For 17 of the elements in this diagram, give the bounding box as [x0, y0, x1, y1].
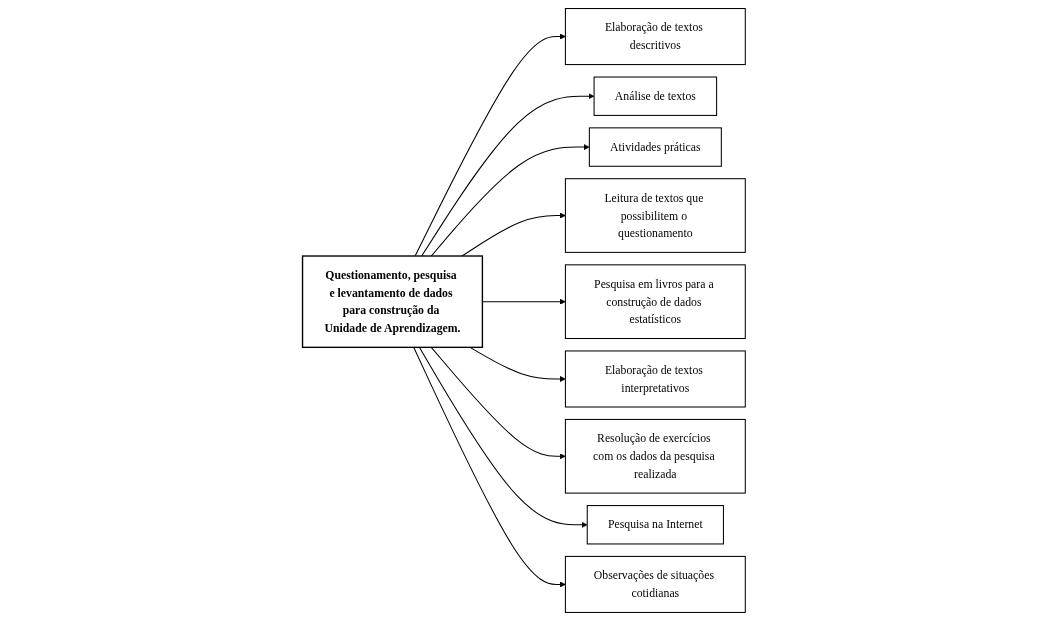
- node-box: Análise de textos: [593, 76, 717, 116]
- node-box: Resolução de exercícios com os dados da pesquisa realizada: [564, 418, 746, 494]
- arrow: [461, 212, 566, 257]
- node-box: Questionamento, pesquisa e levantamento de dados para construção da Unidade de Aprendizagem.: [301, 255, 483, 348]
- node-box: Elaboração de textos interpretativos: [564, 350, 746, 408]
- node-box: Elaboração de textos descritivos: [564, 8, 746, 66]
- arrow: [412, 346, 566, 588]
- node-box: Pesquisa em livros para a construção de dados estatísticos: [564, 264, 746, 340]
- arrow: [414, 33, 566, 257]
- node-box: Leitura de textos que possibilitem o questionamento: [564, 178, 746, 253]
- arrow: [430, 346, 566, 460]
- arrow: [469, 346, 566, 382]
- arrow: [481, 298, 566, 305]
- node-box: Atividades práticas: [588, 127, 722, 167]
- node-box: Pesquisa na Internet: [586, 505, 724, 545]
- arrow: [420, 93, 594, 257]
- node-box: Observações de situações cotidianas: [564, 555, 746, 613]
